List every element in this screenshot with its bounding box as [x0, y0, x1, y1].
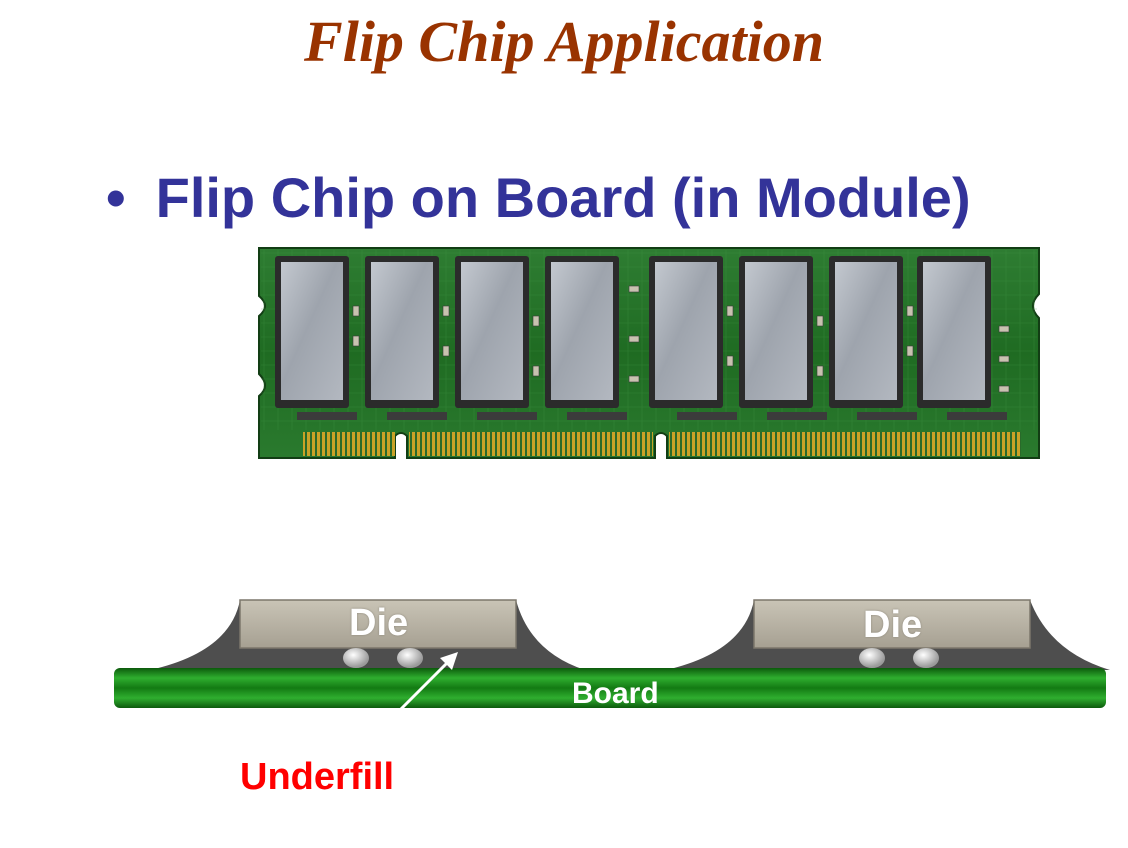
- bullet-item: • Flip Chip on Board (in Module): [106, 160, 971, 236]
- arrowhead: [440, 652, 458, 670]
- underfill-arrow: [398, 658, 452, 712]
- die: [239, 599, 517, 649]
- passive-components: [352, 285, 1010, 393]
- die-label-left: Die: [349, 602, 409, 644]
- solder-bump: [913, 648, 939, 668]
- board: [114, 668, 1106, 708]
- memory-module-image: [258, 247, 1040, 459]
- memory-chips: [275, 256, 991, 408]
- board-label: Board: [572, 677, 659, 710]
- solder-bump: [343, 648, 369, 668]
- flip-chip-cross-section: [114, 599, 1110, 712]
- gold-contacts-right: [669, 432, 1021, 456]
- die: [753, 599, 1031, 649]
- solder-bump: [397, 648, 423, 668]
- solder-bump: [859, 648, 885, 668]
- gold-contacts-middle: [409, 432, 653, 456]
- slide-title: Flip Chip Application: [304, 9, 824, 74]
- bullet-dot: •: [106, 166, 126, 229]
- bullet-text: Flip Chip on Board (in Module): [155, 166, 971, 229]
- die-label-right: Die: [863, 604, 923, 646]
- gold-contacts-left: [303, 432, 395, 456]
- underfill-label: Underfill: [240, 756, 395, 798]
